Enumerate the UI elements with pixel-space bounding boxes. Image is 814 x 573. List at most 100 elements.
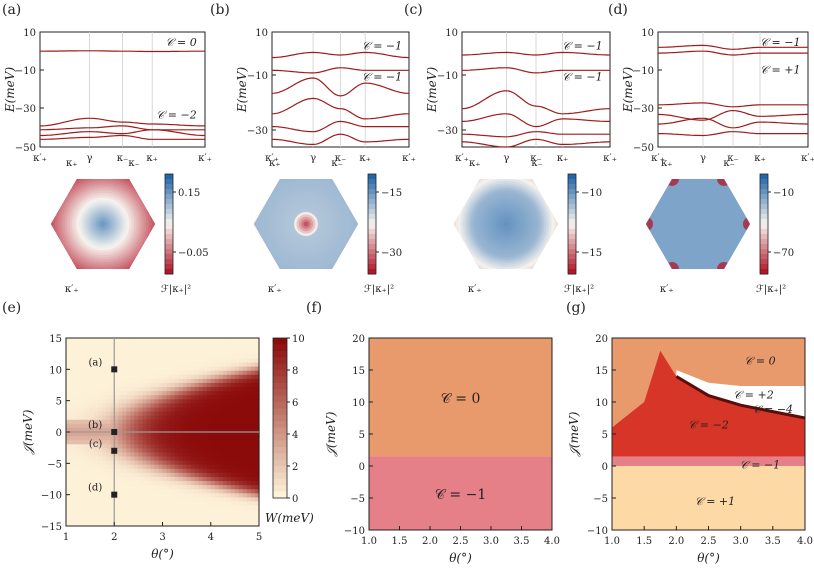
heat-cell [134,338,139,343]
heat-cell [222,513,228,519]
heat-cell [66,464,71,470]
heat-cell [134,481,139,486]
heat-cell [162,387,168,392]
colorbar-tick-label: 6 [292,398,298,409]
heat-cell [222,378,228,384]
heat-cell [150,419,156,425]
y-tick-label: 5 [602,430,608,441]
heat-cell [114,358,119,364]
heat-cell [110,452,115,458]
heat-cell [86,452,91,458]
heat-cell [226,411,232,417]
heat-cell [138,387,143,392]
heat-cell [130,476,135,482]
heat-cell [202,436,208,441]
heat-cell [198,350,204,355]
heat-cell [82,362,87,368]
heat-cell [74,346,79,351]
y-tick-label: −15 [41,522,62,533]
heat-cell [234,521,240,527]
heat-cell [142,501,148,507]
heat-cell [90,366,95,372]
heat-cell [190,432,196,437]
colorbar-segment [760,244,768,250]
heat-cell [242,464,248,470]
heat-cell [162,395,168,400]
heat-cell [142,517,148,523]
heat-cell [222,436,228,441]
heat-cell [114,452,119,458]
y-tick-label: −10 [633,66,654,77]
y-tick-label: 5 [359,430,365,441]
heat-cell [86,366,91,372]
heat-cell [166,374,172,380]
heat-cell [222,452,228,458]
heat-cell [74,513,79,519]
heat-cell [86,456,91,462]
heat-cell [186,521,192,527]
heat-cell [174,513,180,519]
heat-cell [178,481,184,486]
heat-cell [162,452,168,458]
heat-cell [82,517,87,523]
heat-cell [106,419,111,425]
heat-cell [90,358,95,364]
colorbar-segment [273,472,287,480]
heat-cell [202,419,208,425]
heat-cell [126,358,131,364]
heat-cell [194,464,200,470]
heat-cell [218,362,224,368]
heat-cell [246,501,252,507]
heat-cell [206,440,212,445]
colorbar-segment [273,491,287,499]
heat-cell [182,350,188,355]
heat-cell [222,338,228,343]
heat-cell [90,521,95,527]
heat-cell [90,407,95,413]
band-line [658,44,808,50]
heat-cell [90,387,95,392]
heat-cell [90,513,95,519]
heat-cell [110,497,115,503]
heat-cell [246,354,252,360]
heat-cell [142,358,148,364]
colorbar-segment [368,214,376,220]
heat-cell [142,468,148,474]
heat-cell [186,452,192,458]
heat-cell [122,411,127,417]
heat-cell [78,411,83,417]
heat-cell [186,489,192,494]
heat-cell [186,342,192,347]
heat-cell [110,468,115,474]
heat-cell [234,505,240,511]
heat-cell [250,395,256,400]
heat-cell [98,342,103,347]
heat-cell [170,403,176,409]
heat-cell [246,464,252,470]
heat-cell [250,342,256,347]
heat-cell [214,460,220,466]
heat-cell [130,468,135,474]
heat-cell [182,436,188,441]
heat-cell [150,395,156,400]
heat-cell [214,468,220,474]
heat-cell [106,338,111,343]
heat-cell [210,476,216,482]
heat-cell [122,374,127,380]
heat-cell [226,509,232,515]
heat-cell [146,456,152,462]
marker-label: (b) [88,420,102,431]
heat-cell [162,497,168,503]
heat-cell [82,460,87,466]
heat-cell [154,423,160,429]
heat-cell [190,342,196,347]
heat-cell [114,415,119,421]
heat-cell [154,427,160,433]
heat-cell [130,456,135,462]
heat-cell [126,338,131,343]
heat-cell [158,370,164,376]
heat-cell [194,493,200,498]
heat-cell [242,415,248,421]
heat-cell [154,403,160,409]
heat-cell [202,378,208,384]
